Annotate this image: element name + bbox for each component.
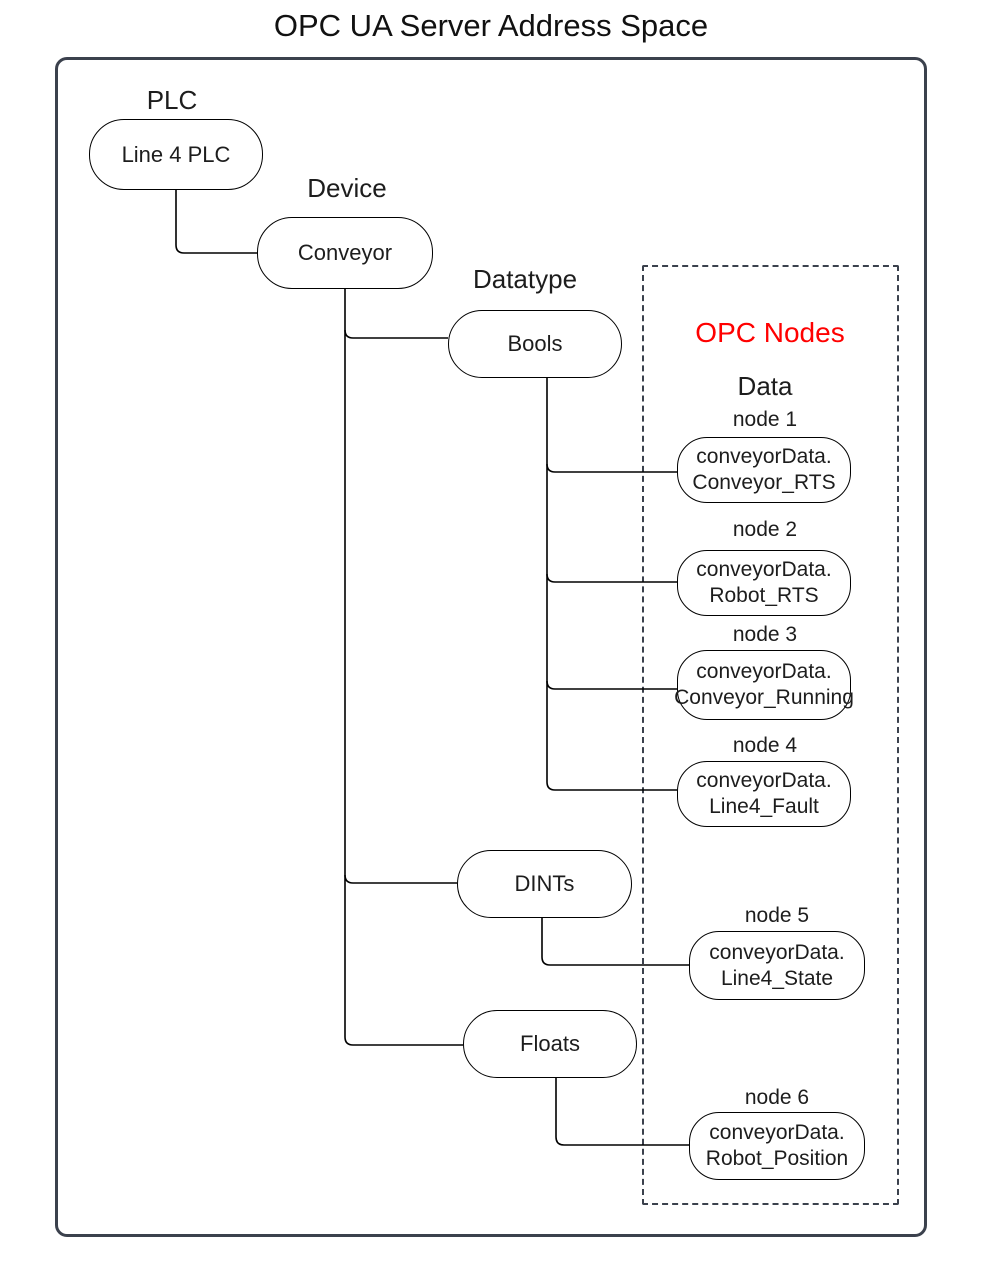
opc-node-4: conveyorData. Line4_Fault: [677, 761, 851, 827]
connector-bools-to-node3: [546, 680, 677, 690]
opc-node-5: conveyorData. Line4_State: [689, 931, 865, 1000]
connector-bools-to-node1: [546, 463, 677, 473]
tag-node-3: node 3: [732, 623, 798, 646]
label-plc: PLC: [146, 85, 198, 115]
label-opc-nodes: OPC Nodes: [695, 317, 845, 348]
node-conveyor: Conveyor: [257, 217, 433, 289]
opc-node-6: conveyorData. Robot_Position: [689, 1112, 865, 1180]
connector-conveyor-to-dints: [344, 874, 457, 884]
label-device: Device: [307, 173, 387, 203]
node-floats: Floats: [463, 1010, 637, 1078]
node-line4-plc: Line 4 PLC: [89, 119, 263, 190]
diagram-title: OPC UA Server Address Space: [273, 8, 709, 43]
node-bools: Bools: [448, 310, 622, 378]
label-data: Data: [737, 371, 793, 401]
tag-node-1: node 1: [732, 408, 798, 431]
connector-dints-to-node5: [541, 918, 689, 966]
address-space-frame: [55, 57, 927, 1237]
opc-node-2: conveyorData. Robot_RTS: [677, 550, 851, 616]
tag-node-6: node 6: [744, 1086, 810, 1109]
node-dints: DINTs: [457, 850, 632, 918]
connector-bools-to-node2: [546, 573, 677, 583]
opc-nodes-panel: [642, 265, 899, 1205]
connector-bools-trunk: [546, 378, 677, 791]
connector-floats-to-node6: [555, 1078, 689, 1146]
tag-node-5: node 5: [744, 904, 810, 927]
connector-plc-to-conveyor: [175, 190, 257, 254]
opc-node-1: conveyorData. Conveyor_RTS: [677, 437, 851, 503]
tag-node-4: node 4: [732, 734, 798, 757]
connector-conveyor-trunk: [344, 289, 463, 1046]
tag-node-2: node 2: [732, 518, 798, 541]
connector-conveyor-to-bools: [344, 329, 448, 339]
label-datatype: Datatype: [472, 264, 578, 294]
opc-node-3: conveyorData. Conveyor_Running: [674, 650, 854, 720]
